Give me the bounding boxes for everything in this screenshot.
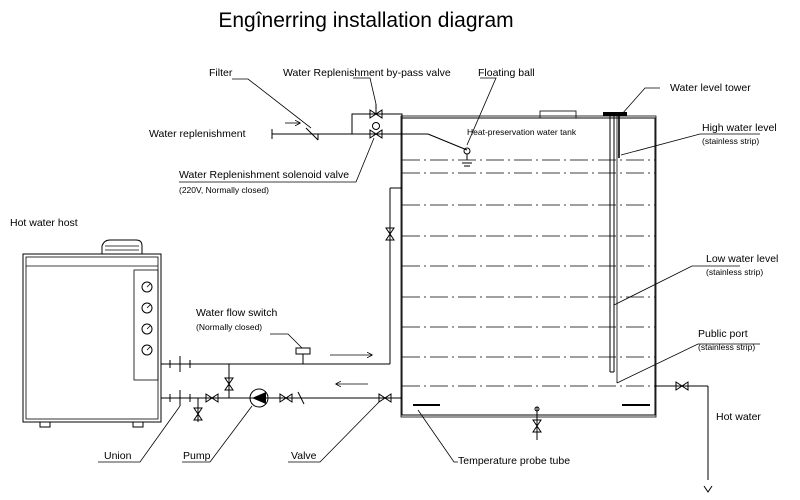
solenoid-valve-icon	[369, 122, 383, 139]
label-tank: Heat-preservation water tank	[467, 127, 577, 137]
label-solenoid-valve: Water Replenishment solenoid valve	[179, 169, 349, 181]
label-union: Union	[104, 450, 132, 462]
label-water-level-tower: Water level tower	[670, 82, 751, 94]
return-pipe	[161, 384, 402, 422]
label-valve: Valve	[291, 450, 317, 462]
filter-icon	[305, 127, 319, 141]
leader-lines	[98, 77, 760, 463]
water-flow-switch-icon	[295, 347, 311, 364]
water-tank	[400, 110, 657, 418]
label-high-water-level-note: (stainless strip)	[702, 136, 759, 146]
label-solenoid-valve-note: (220V, Normally closed)	[179, 185, 269, 195]
label-low-water-level-note: (stainless strip)	[706, 267, 763, 277]
diagram-title: Engînerring installation diagram	[218, 9, 513, 32]
hot-water-host	[22, 239, 162, 428]
label-low-water-level: Low water level	[706, 253, 778, 265]
label-water-flow-switch: Water flow switch	[196, 307, 277, 319]
label-filter: Filter	[209, 67, 233, 79]
drain-valve-icon	[532, 406, 542, 440]
replenishment-line	[271, 123, 472, 167]
label-hot-water-host: Hot water host	[10, 217, 78, 229]
label-temperature-probe: Temperature probe tube	[458, 455, 570, 467]
label-hot-water: Hot water	[716, 411, 761, 423]
label-floating-ball: Floating ball	[478, 67, 535, 79]
hot-water-outlet	[655, 381, 713, 493]
label-high-water-level: High water level	[702, 122, 777, 134]
label-public-port: Public port	[698, 328, 748, 340]
label-water-replenishment: Water replenishment	[149, 128, 246, 140]
bypass-valve-icon	[351, 104, 403, 134]
hot-outlet-pipe	[161, 187, 402, 398]
pump-icon	[249, 388, 269, 408]
label-water-flow-switch-note: (Normally closed)	[196, 322, 262, 332]
water-level-tower	[603, 112, 627, 383]
label-bypass-valve: Water Replenishment by-pass valve	[283, 67, 451, 79]
label-pump: Pump	[183, 450, 211, 462]
label-public-port-note: (stainless strip)	[698, 342, 755, 352]
